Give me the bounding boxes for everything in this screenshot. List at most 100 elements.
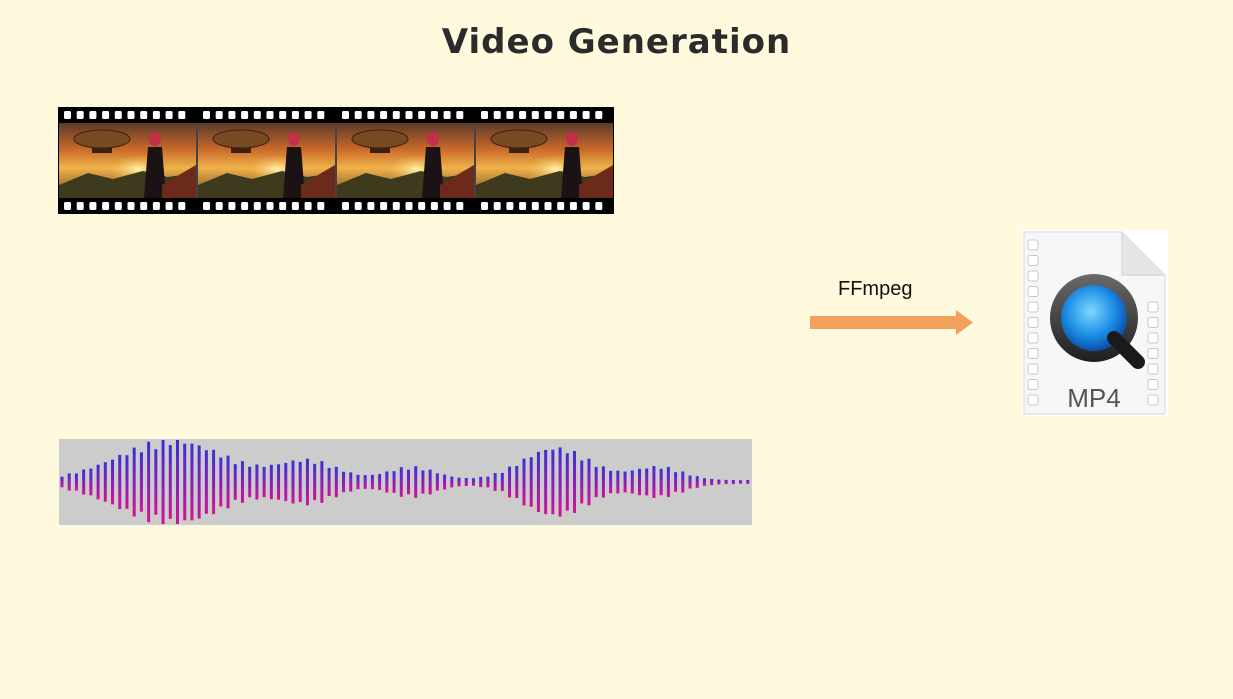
waveform-bar	[609, 470, 613, 494]
waveform-bar	[414, 466, 418, 498]
waveform-bar	[731, 479, 735, 485]
waveform-bar	[623, 471, 627, 493]
mp4-file-icon: MP4	[1022, 230, 1168, 416]
waveform-bar	[457, 477, 461, 487]
waveform-bar	[638, 468, 641, 496]
waveform-bar	[284, 462, 288, 502]
waveform-bar	[233, 464, 237, 500]
waveform-bar	[529, 457, 533, 507]
waveform-bar	[471, 478, 475, 486]
waveform-bar	[536, 451, 540, 513]
waveform-bar	[558, 447, 562, 517]
waveform-bar	[594, 466, 598, 498]
waveform-bar	[630, 470, 634, 494]
waveform-bar	[573, 451, 577, 513]
waveform-bar	[168, 445, 172, 519]
waveform-bar	[428, 469, 432, 495]
waveform-bar	[111, 459, 115, 505]
waveform-bar	[702, 478, 706, 486]
waveform-bar	[739, 480, 743, 484]
waveform-bar	[139, 452, 143, 512]
waveform-bar	[103, 462, 107, 502]
waveform-bar	[89, 468, 93, 496]
waveform-bar	[248, 466, 252, 498]
waveform-bar	[565, 453, 569, 511]
waveform-bar	[197, 445, 201, 519]
waveform-bar	[161, 440, 165, 524]
waveform-bar	[659, 468, 663, 496]
waveform-bar	[132, 447, 136, 517]
waveform-bar	[464, 478, 468, 486]
waveform-bar	[645, 468, 649, 496]
mp4-label: MP4	[1067, 383, 1120, 413]
waveform-bar	[204, 450, 208, 514]
waveform-bar	[616, 470, 620, 494]
waveform-bar	[96, 464, 100, 500]
waveform-bar	[385, 471, 389, 493]
waveform-bar	[666, 466, 670, 498]
waveform-bar	[486, 476, 490, 488]
waveform-bar	[746, 480, 750, 484]
waveform-bar	[190, 443, 194, 521]
waveform-bar	[154, 449, 158, 515]
waveform-bar	[443, 474, 447, 490]
waveform-bar	[349, 472, 353, 492]
waveform-bar	[370, 474, 374, 490]
audio-background	[59, 439, 752, 525]
waveform-bar	[392, 471, 396, 493]
waveform-bar	[580, 460, 584, 504]
waveform-bar	[407, 469, 410, 495]
video-frame	[58, 107, 197, 214]
waveform-bar	[219, 457, 223, 507]
waveform-bar	[688, 475, 692, 489]
video-frame	[474, 107, 614, 214]
waveform-bar	[320, 461, 324, 503]
waveform-bar	[212, 449, 216, 515]
waveform-bar	[327, 467, 331, 497]
ffmpeg-label: FFmpeg	[838, 278, 913, 300]
waveform-bar	[544, 449, 548, 515]
waveform-bar	[262, 466, 266, 498]
waveform-bar	[724, 479, 728, 485]
waveform-bar	[522, 458, 526, 506]
waveform-bar	[717, 479, 721, 485]
waveform-bar	[551, 449, 555, 515]
video-frame	[335, 107, 475, 214]
waveform-bar	[125, 455, 129, 509]
diagram-title: Video Generation	[441, 22, 792, 62]
audio-waveform	[59, 439, 752, 525]
video-frames-filmstrip	[58, 107, 614, 214]
waveform-bar	[695, 476, 699, 488]
waveform-bar	[334, 466, 338, 498]
waveform-bar	[363, 475, 367, 489]
waveform-bar	[277, 464, 281, 500]
waveform-bar	[500, 473, 504, 491]
waveform-bar	[74, 473, 78, 491]
waveform-bar	[681, 471, 685, 493]
waveform-bar	[399, 467, 403, 497]
waveform-bar	[291, 460, 295, 504]
waveform-bar	[356, 474, 360, 490]
waveform-bar	[508, 466, 512, 498]
waveform-bar	[313, 463, 317, 501]
waveform-bar	[601, 466, 605, 498]
waveform-bar	[515, 465, 519, 499]
waveform-bar	[176, 440, 179, 524]
waveform-bar	[342, 471, 346, 493]
waveform-bar	[674, 472, 678, 492]
waveform-bar	[450, 476, 454, 488]
waveform-bar	[421, 470, 425, 494]
waveform-bar	[67, 473, 71, 491]
conversion-arrow	[810, 310, 973, 335]
waveform-bar	[378, 474, 382, 490]
waveform-bar	[479, 476, 483, 488]
waveform-bar	[240, 461, 244, 503]
waveform-bar	[255, 464, 259, 500]
waveform-bar	[147, 441, 151, 523]
waveform-bar	[493, 473, 497, 491]
waveform-bar	[226, 455, 230, 509]
waveform-bar	[710, 478, 714, 486]
waveform-bar	[269, 464, 273, 500]
waveform-bar	[82, 469, 86, 495]
video-frame	[196, 107, 336, 214]
